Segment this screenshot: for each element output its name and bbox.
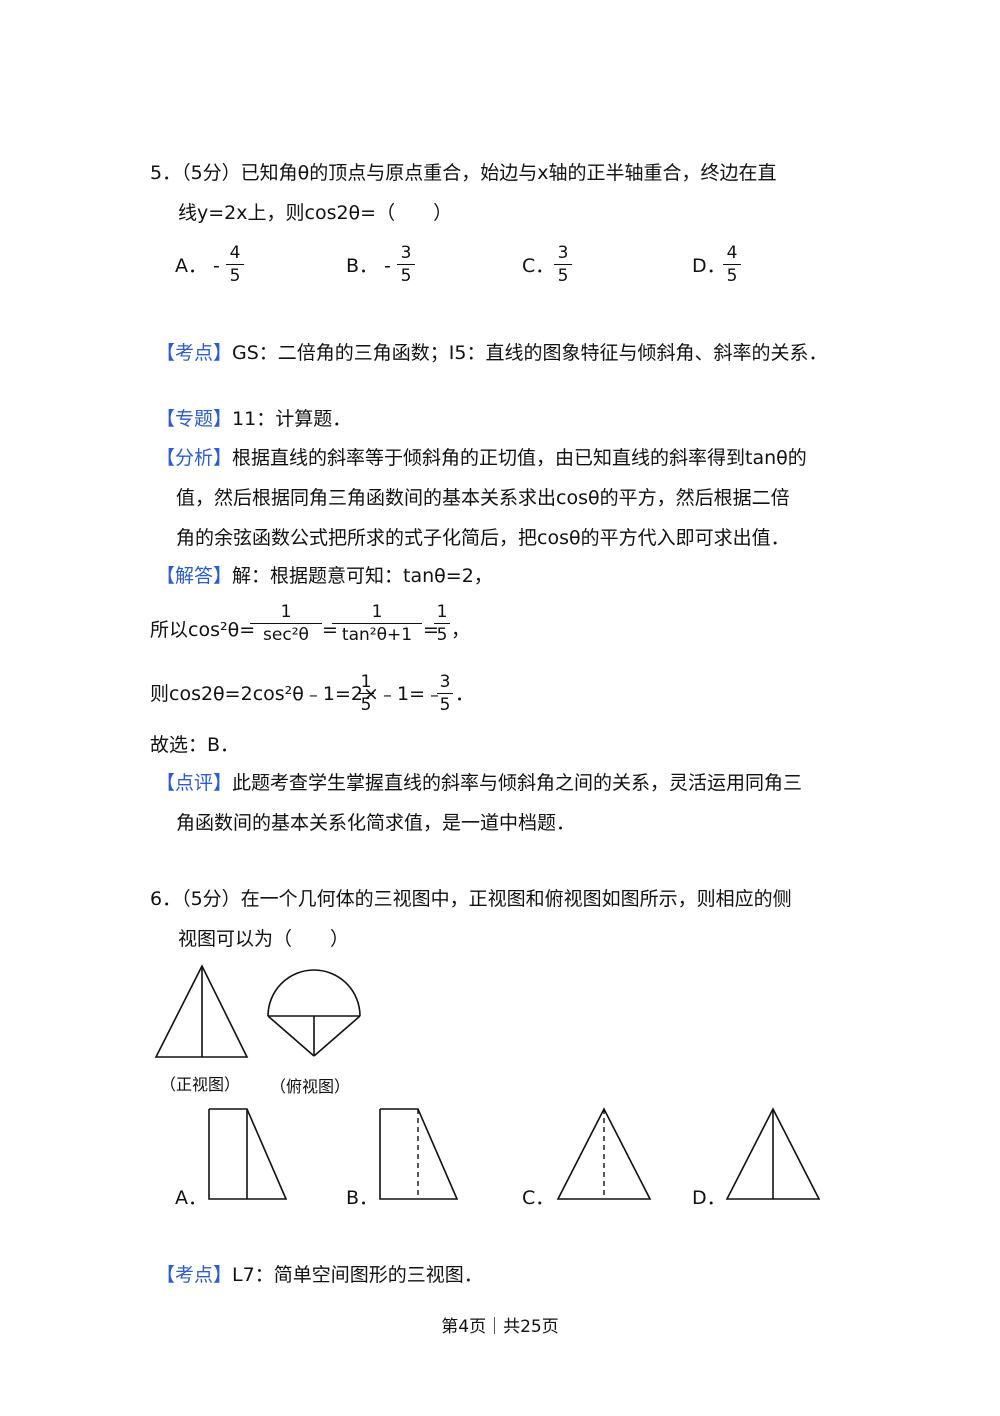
q5-fenxi-line1: 【分析】根据直线的斜率等于倾斜角的正切值，由已知直线的斜率得到tanθ的	[156, 446, 807, 470]
q6-option-c-label: C．	[522, 1187, 555, 1209]
q6-stem-line2: 视图可以为（ ）	[178, 928, 350, 950]
fraction-denominator: 5	[360, 695, 372, 715]
fraction-numerator: 3	[400, 243, 412, 263]
fraction-numerator: 4	[229, 243, 241, 263]
step1-equals-1: =	[322, 619, 338, 641]
fraction-denominator: 5	[726, 266, 738, 286]
q6-option-d-label: D．	[692, 1187, 726, 1209]
step1-fraction-2: 1 tan²θ+1	[332, 602, 422, 645]
q5-zhuanti: 【专题】11：计算题．	[156, 407, 351, 431]
q6-kaodian: 【考点】L7：简单空间图形的三视图．	[156, 1263, 483, 1287]
fraction-denominator: 5	[439, 695, 451, 715]
page-footer: 第4页｜共25页	[441, 1317, 559, 1337]
q6-option-b-label: B．	[346, 1187, 379, 1209]
fraction-numerator: 4	[726, 243, 738, 263]
kaodian-text: GS：二倍角的三角函数；I5：直线的图象特征与倾斜角、斜率的关系．	[232, 342, 828, 364]
option-label: A．	[175, 255, 207, 277]
kaodian-tag: 【考点】	[156, 1264, 233, 1286]
q6-option-b-figure	[379, 1108, 459, 1200]
front-view-figure	[154, 964, 249, 1058]
q5-stem-line1: 5．（5分）已知角θ的顶点与原点重合，始边与x轴的正半轴重合，终边在直	[150, 162, 777, 184]
fraction-denominator: 5	[229, 266, 241, 286]
option-sign: -	[213, 255, 220, 277]
step1-tail: ，	[451, 619, 471, 641]
step2-mid: ﹣1=﹣	[378, 683, 445, 705]
fraction-denominator: 5	[400, 266, 412, 286]
q5-stem-line2: 线y=2x上，则cos2θ=（ ）	[178, 202, 453, 224]
jieda-tag: 【解答】	[156, 565, 233, 587]
zhuanti-tag: 【专题】	[156, 408, 233, 430]
zhuanti-text: 11：计算题．	[232, 408, 352, 430]
top-view-caption: （俯视图）	[270, 1077, 351, 1096]
front-view-caption: （正视图）	[160, 1075, 241, 1094]
fraction-denominator: 5	[436, 625, 448, 645]
q5-kaodian: 【考点】GS：二倍角的三角函数；I5：直线的图象特征与倾斜角、斜率的关系．	[156, 341, 828, 365]
option-label: D．	[692, 255, 726, 277]
fraction-denominator: 5	[557, 266, 569, 286]
option-label: B．	[346, 255, 379, 277]
option-fraction: 4 5	[723, 243, 741, 286]
fraction-numerator: 1	[360, 672, 372, 692]
fraction-denominator: sec²θ	[263, 625, 309, 645]
kaodian-text: L7：简单空间图形的三视图．	[232, 1264, 483, 1286]
q6-option-d-figure	[725, 1107, 821, 1200]
option-sign: -	[384, 255, 391, 277]
fraction-numerator: 1	[436, 602, 448, 622]
top-view-figure	[267, 969, 361, 1057]
fraction-numerator: 1	[371, 602, 383, 622]
step2-fraction-2: 3 5	[437, 672, 453, 715]
step1-fraction-1: 1 sec²θ	[250, 602, 322, 645]
option-label: C．	[522, 255, 555, 277]
step2-lead: 则cos2θ=2cos²θ﹣1=2×	[150, 683, 379, 705]
fraction-numerator: 1	[280, 602, 292, 622]
step2-tail: ．	[455, 683, 475, 705]
q5-fenxi-line2: 值，然后根据同角三角函数间的基本关系求出cosθ的平方，然后根据二倍	[176, 487, 790, 509]
q6-option-a-label: A．	[175, 1187, 207, 1209]
option-fraction: 3 5	[554, 243, 572, 286]
dianping-text: 此题考查学生掌握直线的斜率与倾斜角之间的关系，灵活运用同角三	[232, 772, 803, 794]
fraction-numerator: 3	[557, 243, 569, 263]
option-fraction: 4 5	[226, 243, 244, 286]
fenxi-tag: 【分析】	[156, 447, 233, 469]
q5-dianping-line1: 【点评】此题考查学生掌握直线的斜率与倾斜角之间的关系，灵活运用同角三	[156, 771, 802, 795]
step1-lead: 所以cos²θ=	[150, 619, 256, 641]
fraction-denominator: tan²θ+1	[341, 625, 413, 645]
q6-option-a-figure	[208, 1108, 288, 1200]
fenxi-text: 根据直线的斜率等于倾斜角的正切值，由已知直线的斜率得到tanθ的	[232, 447, 807, 469]
dianping-tag: 【点评】	[156, 772, 233, 794]
q6-option-c-figure	[556, 1107, 652, 1200]
q5-fenxi-line3: 角的余弦函数公式把所求的式子化简后，把cosθ的平方代入即可求出值．	[176, 527, 790, 549]
step1-equals-2: =	[423, 619, 439, 641]
option-fraction: 3 5	[397, 243, 415, 286]
q5-dianping-line2: 角函数间的基本关系化简求值，是一道中档题．	[176, 812, 576, 834]
step1-fraction-3: 1 5	[434, 602, 450, 645]
jieda-text: 解：根据题意可知：tanθ=2，	[232, 565, 493, 587]
step2-fraction-1: 1 5	[358, 672, 374, 715]
q5-answer: 故选：B．	[150, 734, 240, 756]
kaodian-tag: 【考点】	[156, 342, 233, 364]
q5-jieda: 【解答】解：根据题意可知：tanθ=2，	[156, 564, 493, 588]
q6-stem-line1: 6．（5分）在一个几何体的三视图中，正视图和俯视图如图所示，则相应的侧	[150, 888, 792, 910]
fraction-numerator: 3	[439, 672, 451, 692]
